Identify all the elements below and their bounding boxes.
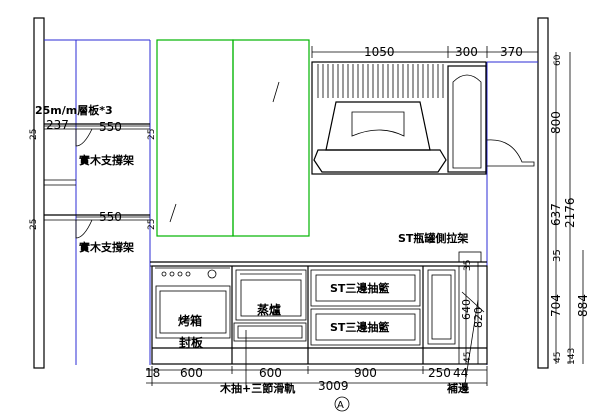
window-panel-right <box>232 39 310 237</box>
dim-top-1050: 1050 <box>364 45 395 59</box>
steamer-label: 蒸爐 <box>257 302 281 317</box>
upper-cabinet-right <box>447 65 487 173</box>
dim-bot-900: 900 <box>354 366 377 380</box>
glass-mark-1 <box>272 81 280 103</box>
shelf-note: 25m/m層板*3 <box>35 103 113 117</box>
dim-left-25c: 25 <box>29 219 39 230</box>
dim-r-143: 143 <box>567 348 577 365</box>
oven <box>155 267 231 339</box>
dim-left-550b: 550 <box>99 210 122 224</box>
leader-trim <box>464 299 479 385</box>
pullout-door-inner <box>431 274 452 340</box>
st-pullout-label: ST瓶罐側拉架 <box>398 231 468 245</box>
dim-r-45: 45 <box>463 352 473 363</box>
dim-r-884: 884 <box>576 294 590 317</box>
dim-r-35b: 35 <box>463 260 473 271</box>
st-pullout-top <box>458 251 482 263</box>
dim-top-60: 60 <box>553 54 563 66</box>
drawer-1 <box>310 269 421 307</box>
oven-label: 烤箱 <box>178 313 202 328</box>
support-label-2: 實木支撐架 <box>79 240 134 254</box>
dim-bot-3009: 3009 <box>318 379 349 393</box>
support-label-1: 實木支撐架 <box>79 153 134 167</box>
slide-note: 木抽+三節滑軌 <box>219 381 295 395</box>
right-wall-panel <box>537 17 549 369</box>
left-wall-panel <box>33 17 45 369</box>
drawer-2 <box>310 308 421 346</box>
steamer <box>233 269 307 342</box>
dim-r-45b: 45 <box>553 352 563 363</box>
dim-bot-250: 250 <box>428 366 451 380</box>
dim-top-370: 370 <box>500 45 523 59</box>
dim-left-25d: 25 <box>147 219 157 230</box>
drawer-1-inner <box>315 274 416 302</box>
drawer-2-inner <box>315 313 416 341</box>
drawer-label-1: ST三邊抽籃 <box>330 281 389 295</box>
trim-panel <box>458 265 488 365</box>
dim-r-800: 800 <box>549 111 563 134</box>
dim-top-300: 300 <box>455 45 478 59</box>
drawer-label-2: ST三邊抽籃 <box>330 320 389 334</box>
dim-bot-600b: 600 <box>259 366 282 380</box>
view-marker-circle <box>334 396 350 412</box>
bracket-1 <box>75 128 93 147</box>
dim-bot-44: 44 <box>453 366 468 380</box>
dim-left-25a: 25 <box>29 129 39 140</box>
view-mark: A <box>337 400 344 411</box>
dim-left-237: 237 <box>46 118 69 132</box>
dim-r-35: 35 <box>552 249 563 262</box>
bracket-2 <box>75 219 93 239</box>
corner-arch <box>486 139 535 167</box>
upper-cabinet-door <box>452 74 482 169</box>
dim-left-25b: 25 <box>147 129 157 140</box>
pullout-door <box>427 269 456 345</box>
dim-r-704: 704 <box>549 294 563 317</box>
dim-r-640: 640 <box>460 299 473 320</box>
dim-r-820: 820 <box>472 307 485 328</box>
dim-left-550a: 550 <box>99 120 122 134</box>
hood-beadboard <box>317 64 444 98</box>
cover-label: 封板 <box>179 335 204 350</box>
dim-r-637: 637 <box>549 203 563 226</box>
dim-r-2176: 2176 <box>563 197 577 228</box>
hood-base <box>313 149 447 173</box>
dim-bot-18: 18 <box>145 366 160 380</box>
trim-note: 補邊 <box>446 381 470 395</box>
dim-bot-600a: 600 <box>180 366 203 380</box>
glass-mark-2 <box>169 203 177 223</box>
hood-emblem <box>351 111 405 137</box>
